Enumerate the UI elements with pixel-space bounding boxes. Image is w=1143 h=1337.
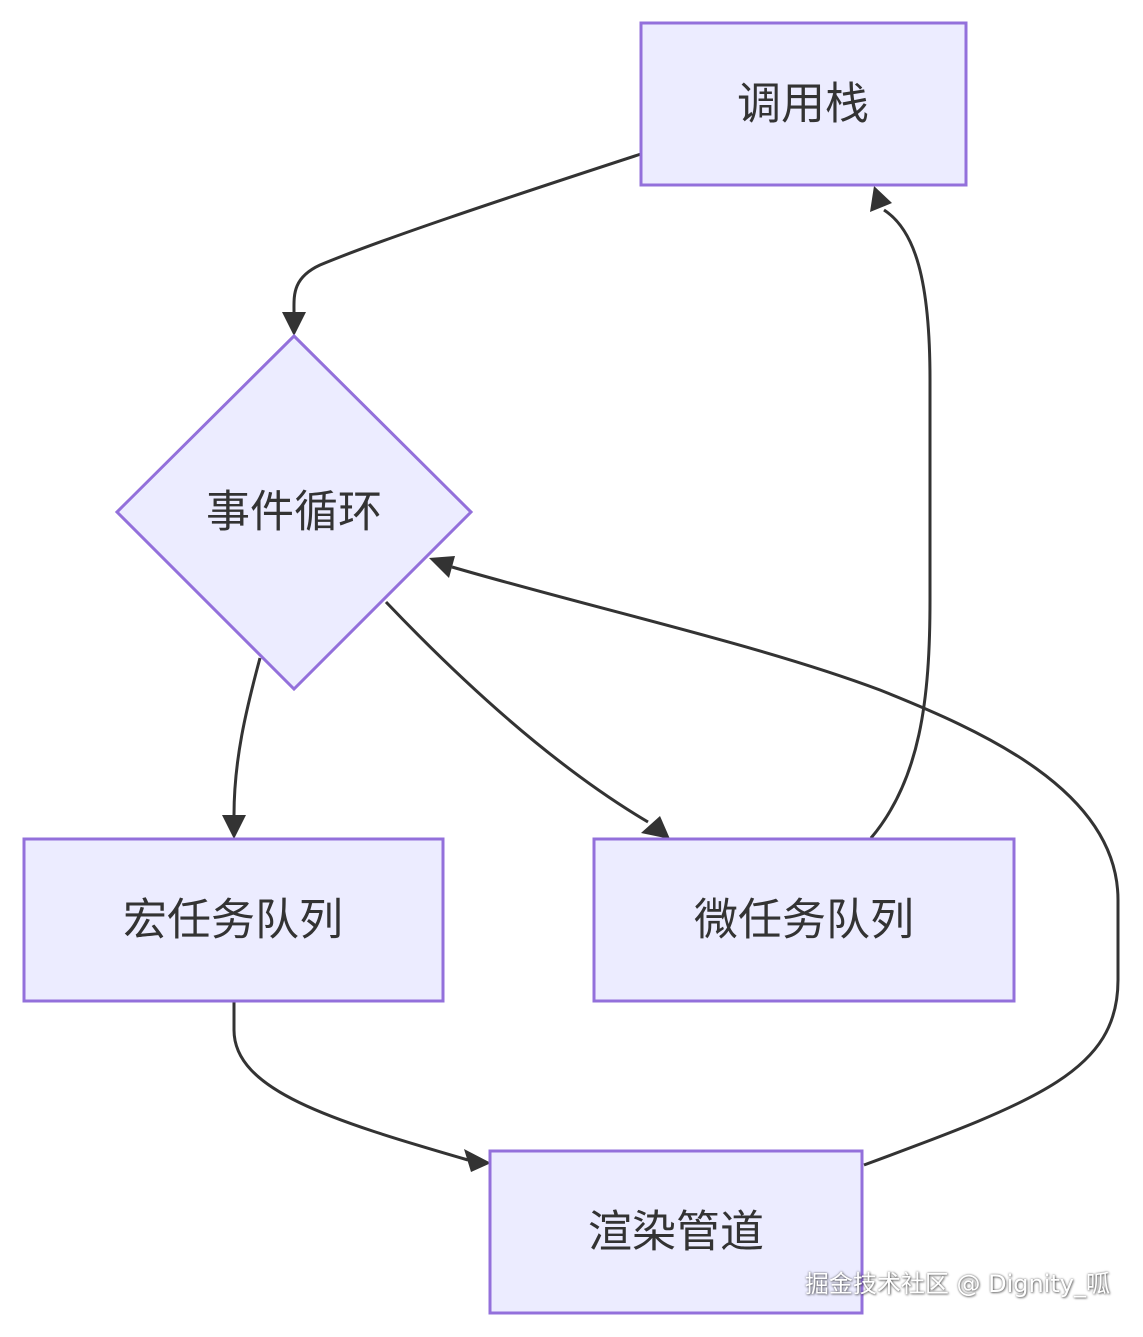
- edge-macrotask-queue-to-render-pipeline: [232, 1002, 469, 1162]
- macrotask-queue-label: 宏任务队列: [123, 895, 343, 946]
- edge-microtask-queue-to-call-stack: [869, 208, 932, 839]
- render-pipeline-box: [488, 1149, 864, 1315]
- arrowhead-macrotask-queue-top: [222, 815, 246, 839]
- node-event-loop: 事件循环: [114, 333, 474, 692]
- edges: [222, 152, 1120, 1172]
- edge-render-pipeline-to-event-loop: [451, 565, 1120, 1167]
- arrowhead-render-pipeline-left: [464, 1149, 491, 1172]
- edge-event-loop-to-macrotask-queue: [232, 657, 262, 816]
- node-macrotask-queue: 宏任务队列: [22, 837, 445, 1003]
- call-stack-box: [639, 21, 968, 187]
- macrotask-queue-box: [22, 837, 445, 1003]
- arrowhead-event-loop-top: [282, 312, 306, 336]
- node-call-stack: 调用栈: [639, 21, 968, 187]
- node-microtask-queue: 微任务队列: [592, 837, 1016, 1003]
- arrowhead-event-loop-right: [429, 556, 455, 578]
- arrowhead-microtask-queue-top: [641, 816, 670, 839]
- arrowhead-call-stack-bottom: [870, 186, 892, 212]
- event-loop-label: 事件循环: [206, 487, 382, 538]
- microtask-queue-label: 微任务队列: [694, 895, 914, 946]
- call-stack-label: 调用栈: [737, 79, 869, 130]
- node-render-pipeline: 渲染管道: [488, 1149, 864, 1315]
- edge-event-loop-to-microtask-queue: [384, 600, 649, 824]
- edge-call-stack-to-event-loop: [292, 152, 642, 313]
- render-pipeline-label: 渲染管道: [588, 1207, 764, 1258]
- watermark: 掘金技术社区 @ Dignity_呱: [804, 1270, 1110, 1298]
- event-loop-diamond: [114, 333, 474, 692]
- microtask-queue-box: [592, 837, 1016, 1003]
